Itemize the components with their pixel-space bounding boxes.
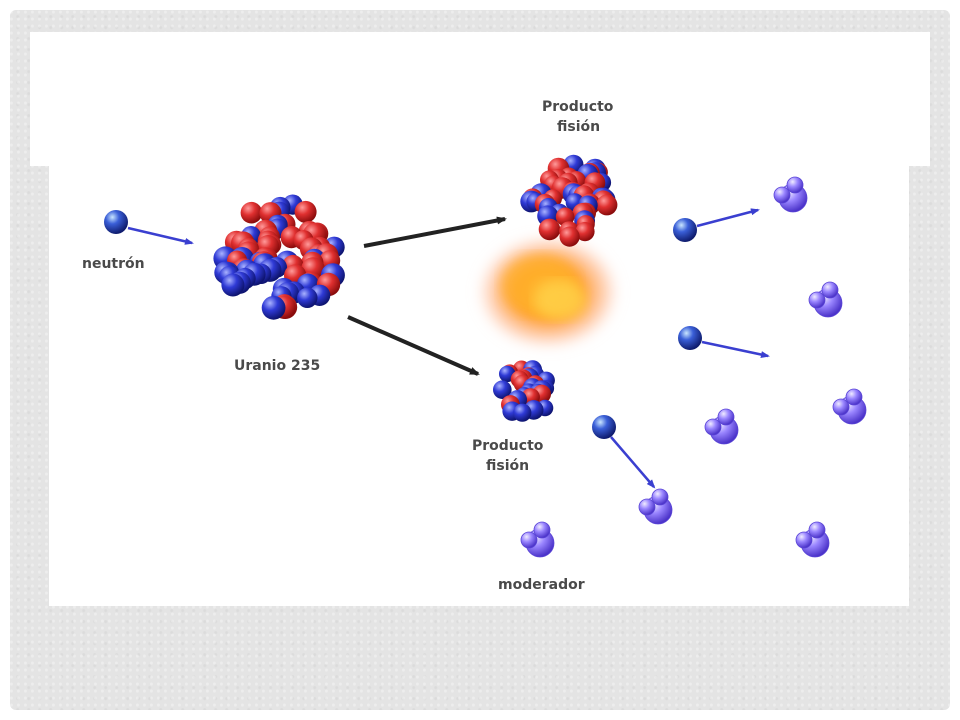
- top-product-label-line2: fisión: [557, 119, 600, 135]
- arrow-to-bottom-product: [347, 315, 480, 376]
- water-molecule-icon: [795, 521, 830, 558]
- neutron-ball: [513, 403, 532, 422]
- arrow-to-top-product: [363, 216, 507, 248]
- nucleus-icon: [213, 194, 345, 320]
- proton-ball: [294, 200, 317, 223]
- neutron-direction-arrow: [701, 340, 770, 358]
- neutron-label: neutrón: [82, 256, 145, 272]
- proton-ball: [559, 226, 580, 247]
- bottom-product-label-line2: fisión: [486, 458, 529, 474]
- water-molecule-icon: [520, 521, 555, 558]
- proton-ball: [596, 194, 618, 216]
- proton-ball: [240, 201, 263, 224]
- neutron-particle-icon: [592, 415, 616, 439]
- incoming-neutron: [104, 210, 194, 245]
- figure-panel: [49, 158, 909, 606]
- uranium-label: Uranio 235: [234, 358, 320, 374]
- water-molecule-icon: [704, 408, 739, 445]
- bottom-product-label-line1: Producto: [472, 438, 544, 454]
- proton-ball: [575, 222, 595, 242]
- neutron-direction-arrow: [696, 208, 760, 228]
- neutron-particle-icon: [673, 218, 697, 242]
- neutron-ball: [493, 380, 512, 400]
- released-neutron-1: [673, 208, 760, 242]
- neutron-particle-icon: [678, 326, 702, 350]
- water-molecule-icon: [638, 488, 673, 525]
- fission-product-top: [520, 154, 618, 247]
- proton-ball: [538, 218, 561, 241]
- fission-product-bottom: [493, 360, 555, 422]
- explosion-icon: [476, 234, 620, 350]
- top-product-label-line1: Producto: [542, 99, 614, 115]
- neutron-ball: [221, 273, 245, 297]
- neutron-direction-arrow: [127, 226, 194, 245]
- neutron-ball: [261, 295, 286, 320]
- water-molecule-icon: [832, 388, 867, 425]
- neutron-ball: [297, 287, 318, 308]
- neutron-particle-icon: [104, 210, 128, 234]
- water-molecule-icon: [808, 281, 843, 318]
- moderator-molecules: [520, 176, 867, 558]
- water-molecule-icon: [773, 176, 808, 213]
- moderator-label: moderador: [498, 577, 585, 593]
- slide-title-area: [30, 32, 930, 166]
- released-neutron-2: [678, 326, 770, 358]
- released-neutron-3: [592, 415, 656, 489]
- neutron-direction-arrow: [610, 436, 656, 489]
